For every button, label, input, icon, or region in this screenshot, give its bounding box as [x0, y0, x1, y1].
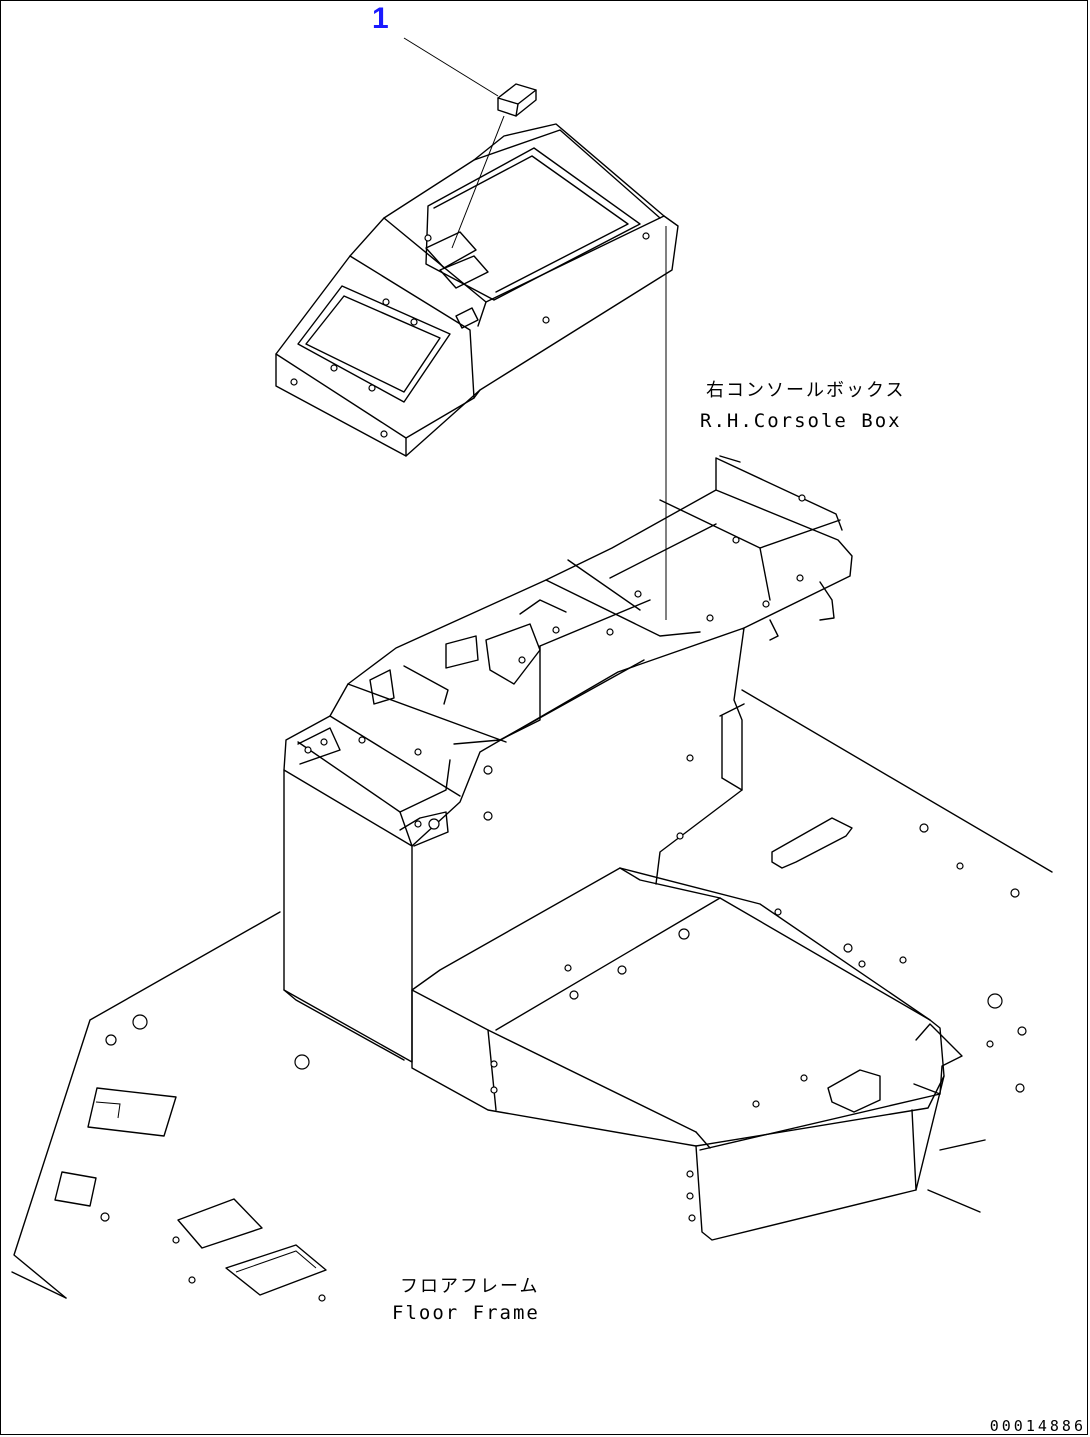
floor-frame: [12, 690, 1052, 1301]
drawing-id-number: 00014886: [989, 1417, 1086, 1435]
floor-frame-label-jp: フロアフレーム: [400, 1276, 540, 1297]
floor-frame-label-en: Floor Frame: [392, 1302, 540, 1324]
console-cover: [276, 124, 678, 456]
console-box-frame: [284, 456, 852, 1062]
console-box-label-en: R.H.Corsole Box: [700, 410, 902, 432]
leader-lines: [404, 38, 666, 620]
lower-side-cover: [412, 868, 962, 1240]
callout-number-1: 1: [372, 2, 389, 35]
console-box-label-jp: 右コンソールボックス: [706, 380, 906, 401]
part-1-switch: [498, 84, 536, 116]
